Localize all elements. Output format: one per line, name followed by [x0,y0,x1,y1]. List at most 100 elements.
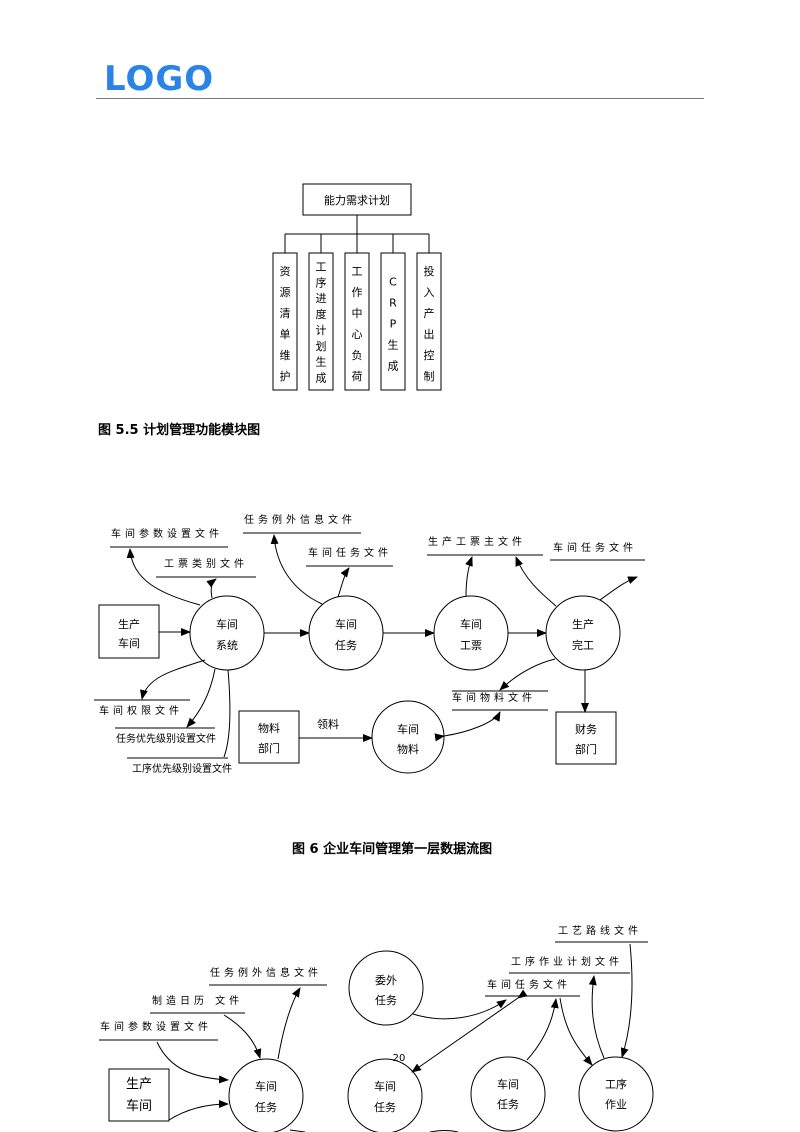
datastore-label: 工序优先级别设置文件 [132,762,232,775]
process-label: 物料 [397,742,419,756]
process-outsource-task [348,950,424,1026]
process-label: 生产 [572,617,594,631]
datastore-label: 车间物料文件 [452,691,536,704]
module-child-label-char: 工 [316,260,327,273]
process-workshop-task [347,1058,423,1132]
module-child-label-char: 投 [424,264,435,278]
module-child-label-char: 入 [424,286,435,299]
module-child-label-char: 护 [280,369,291,383]
module-child-label-char: 作 [352,286,363,299]
datastore-label: 生产工票主文件 [428,535,526,548]
module-child-label-char: 计 [316,324,327,337]
module-child-label-char: 成 [388,359,399,372]
figure-5-5-caption: 图 5.5 计划管理功能模块图 [98,423,261,438]
entity-production-workshop [98,604,160,659]
module-child-box [308,252,334,391]
process-workshop-task [470,1056,546,1132]
module-child-label-char: 生 [388,337,399,351]
module-child-label-char: 出 [424,327,435,341]
process-workshop-task [308,595,384,671]
process-label: 任务 [497,1098,519,1111]
header-divider [96,98,704,99]
process-production-done [545,595,621,671]
datastore-label: 工序作业计划文件 [511,955,623,968]
module-child-label-char: 单 [280,328,291,341]
process-label: 车间 [460,617,482,631]
figure-5-5-module-chart [272,183,442,391]
datastore-label: 车间权限文件 [99,704,183,717]
module-child-label-char: 中 [352,307,363,320]
process-label: 工序 [605,1077,627,1091]
module-child-box [416,252,442,391]
entity-material-dept [238,710,300,764]
datastore-label: 车间任务文件 [487,978,571,991]
module-child-label-char: R [389,296,397,309]
module-child-label-char: 度 [316,307,327,321]
process-label: 车间 [497,1077,519,1091]
module-child-label-char: 制 [424,370,435,383]
datastore-label: 车间任务文件 [308,546,392,559]
process-label: 任务 [374,1101,396,1114]
process-workshop-task [228,1058,304,1132]
process-label: 车间 [255,1079,277,1093]
entity-label: 部门 [258,741,280,755]
entity-label: 物料 [258,721,280,735]
process-operation [578,1056,654,1132]
entity-finance-dept [555,711,617,765]
module-child-label-char: 进 [316,292,327,305]
entity-label: 车间 [126,1098,152,1114]
page-number: 20 [393,1053,406,1064]
module-child-label-char: C [389,275,397,288]
module-child-label-char: 生 [316,355,327,369]
datastore-label: 任务例外信息文件 [210,966,322,979]
figure-6-dataflow [94,532,645,774]
entity-label: 生产 [118,617,140,631]
module-child-box [380,252,406,391]
process-label: 车间 [216,617,238,631]
process-workshop-ticket [433,595,509,671]
datastore-label: 制造日历 文件 [152,994,243,1007]
entity-label: 生产 [126,1077,152,1092]
module-child-label-char: 划 [316,340,327,353]
module-child-label-char: 负 [352,348,363,362]
process-workshop-material [371,700,445,774]
module-child-label-char: 序 [316,275,327,289]
module-child-label-char: 清 [280,307,291,320]
module-child-label-char: 维 [280,349,291,362]
module-child-label-char: 成 [316,372,327,385]
module-child-label-char: 荷 [352,370,363,383]
module-root-label: 能力需求计划 [324,193,390,207]
logo: LOGO [104,59,215,99]
datastore-label: 任务例外信息文件 [244,513,356,526]
process-label: 完工 [572,638,594,652]
process-label: 车间 [335,617,357,631]
module-child-label-char: P [390,317,397,330]
datastore-label: 工票类别文件 [164,557,248,570]
process-label: 任务 [375,994,397,1007]
datastore-label: 工艺路线文件 [558,924,642,937]
module-child-label-char: 心 [352,328,363,341]
module-child-box [344,252,370,391]
process-label: 车间 [397,722,419,736]
process-label: 委外 [375,974,397,987]
process-label: 作业 [605,1098,627,1111]
figure-6-caption: 图 6 企业车间管理第一层数据流图 [292,842,493,857]
module-child-box [272,252,298,391]
datastore-label: 车间任务文件 [553,541,637,554]
module-child-label-char: 工 [352,265,363,278]
process-label: 系统 [216,639,238,652]
entity-label: 财务 [575,722,597,736]
entity-label: 车间 [118,636,140,650]
datastore-label: 车间参数设置文件 [111,527,223,540]
module-child-label-char: 控 [424,348,435,362]
module-child-label-char: 资 [280,265,291,278]
figure-7-dataflow-partial [99,941,654,1132]
process-label: 车间 [374,1079,396,1093]
module-child-label-char: 源 [280,285,291,299]
process-label: 工票 [460,639,482,652]
process-label: 任务 [255,1101,277,1114]
entity-label: 部门 [575,742,597,756]
module-child-label-char: 产 [424,306,435,320]
